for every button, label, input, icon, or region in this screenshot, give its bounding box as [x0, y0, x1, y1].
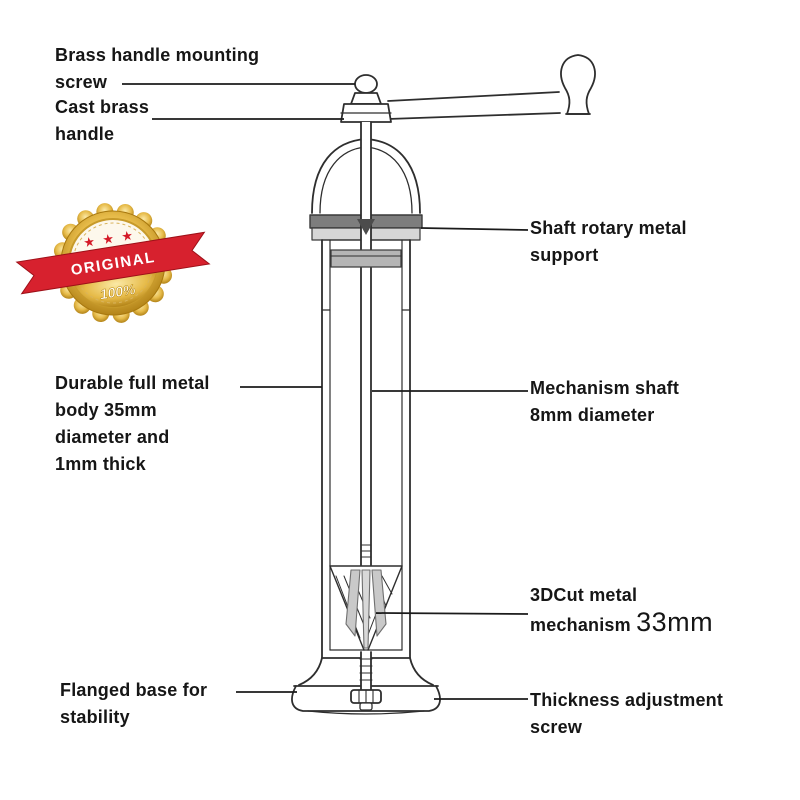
label-text: mechanism [530, 615, 631, 635]
shaft-coupler [357, 219, 375, 235]
badge-sub-text: 100% [99, 281, 137, 302]
label-brass-handle-mounting-screw: Brass handle mounting screw [55, 42, 259, 96]
screw-tip [359, 702, 373, 711]
label-shaft-rotary-metal-support: Shaft rotary metal support [530, 215, 687, 269]
leader-shaft-support [420, 227, 529, 231]
label-text-line: 3DCut metal [530, 585, 638, 605]
crank-arm [387, 91, 561, 120]
label-text-line: body 35mm [55, 400, 157, 420]
original-badge: ★ ★ ★ ORIGINAL 100% [15, 203, 211, 323]
rotary-support-band [330, 249, 402, 268]
grinder-core [361, 569, 371, 649]
label-size-text: 33mm [636, 607, 714, 637]
label-text-line: Mechanism shaft [530, 378, 680, 398]
grinder-blade-left [345, 569, 361, 637]
label-cast-brass-handle: Cast brass handle [55, 94, 149, 148]
label-text-line: 1mm thick [55, 454, 146, 474]
label-3dcut-metal-mechanism: 3DCut metal mechanism 33mm [530, 582, 713, 639]
label-text-line: screw [530, 717, 583, 737]
grinding-mechanism [321, 565, 411, 659]
thickness-adjustment-screw [350, 651, 382, 711]
mounting-screw-knob [354, 74, 378, 94]
label-text-line: 8mm diameter [530, 405, 655, 425]
label-text-line: support [530, 245, 599, 265]
label-text-line: screw [55, 72, 108, 92]
mechanism-shaft [330, 121, 402, 566]
label-text-line: Shaft rotary metal [530, 218, 687, 238]
label-thickness-adjustment-screw: Thickness adjustment screw [530, 687, 723, 741]
ribbon-banner [15, 231, 211, 295]
label-text-line: Cast brass [55, 97, 150, 117]
label-mechanism-shaft: Mechanism shaft 8mm diameter [530, 375, 679, 429]
crank-assembly [340, 54, 596, 123]
label-text-line: Brass handle mounting [55, 45, 260, 65]
label-text-line: handle [55, 124, 115, 144]
label-text-line: diameter and [55, 427, 170, 447]
label-text-line: stability [60, 707, 130, 727]
label-text-line: Flanged base for [60, 680, 208, 700]
crank-grip [560, 54, 596, 115]
mounting-nut [350, 92, 382, 105]
label-flanged-base: Flanged base for stability [60, 677, 207, 731]
label-text-line: Thickness adjustment [530, 690, 724, 710]
label-text-line: mechanism 33mm [530, 609, 713, 639]
label-text-line: Durable full metal [55, 373, 210, 393]
grinder-blade-right [371, 569, 387, 637]
leader-lines [122, 83, 529, 700]
leader-grinder [375, 612, 529, 615]
label-durable-full-metal-body: Durable full metal body 35mm diameter an… [55, 370, 210, 478]
metal-body [321, 239, 411, 659]
